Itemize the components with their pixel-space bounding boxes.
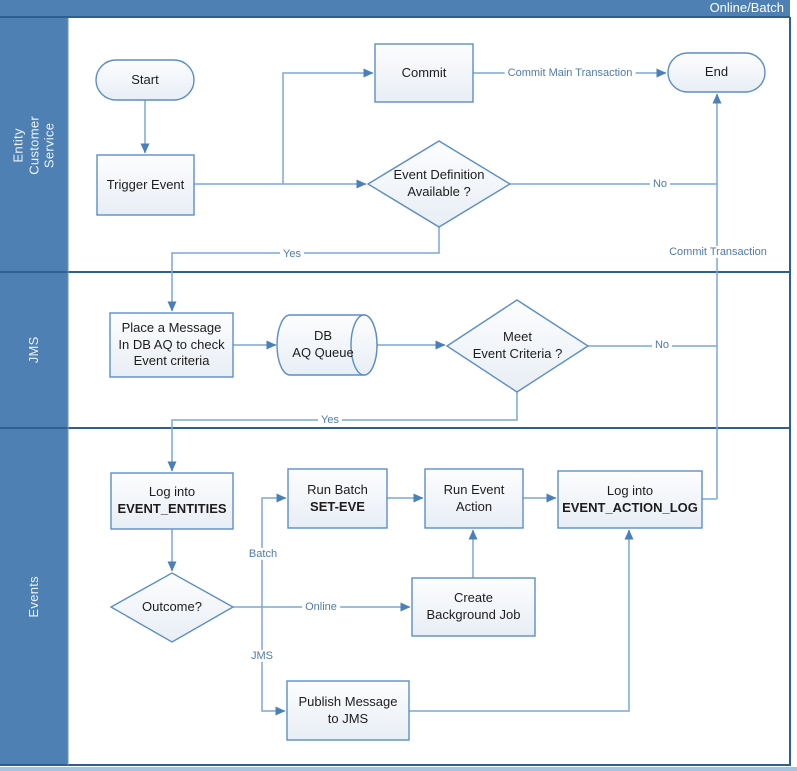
- edge-label-batch: Batch: [245, 547, 281, 561]
- outcome-decision: Outcome?: [142, 599, 202, 615]
- end-node-shape: [667, 52, 766, 93]
- connector-criteria-yes: [167, 392, 518, 472]
- log-event-entities-node-shape: [110, 472, 234, 530]
- edge-label-no-event-definition: No: [649, 177, 671, 191]
- event-definition-decision-shape: [366, 140, 512, 228]
- lane-header-column: Entity Customer Service JMS Events: [0, 18, 68, 765]
- run-event-action-node: Run Event Action: [443, 481, 505, 514]
- connector-outcome-batch: [261, 493, 287, 607]
- edge-label-yes-event-definition: Yes: [280, 247, 304, 261]
- edge-label-commit-main-transaction: Commit Main Transaction: [504, 66, 636, 80]
- db-aq-queue-node: DB AQ Queue: [292, 328, 354, 360]
- create-background-job-node-shape: [411, 577, 536, 637]
- edge-label-commit-transaction: Commit Transaction: [666, 245, 770, 259]
- connector-publish-to-logaction: [409, 529, 634, 712]
- start-node-shape: [95, 59, 195, 101]
- log-event-action-log-line2: EVENT_ACTION_LOG: [562, 499, 698, 515]
- publish-message-node-shape: [286, 680, 410, 741]
- edge-label-jms: JMS: [248, 649, 276, 663]
- run-batch-line2: SET-EVE: [310, 498, 365, 514]
- lane-borders: [0, 17, 791, 766]
- connector-eventdef-yes: [167, 227, 440, 312]
- log-event-action-log-node: Log into EVENT_ACTION_LOG: [558, 471, 702, 528]
- bottom-edge-strip: [0, 767, 797, 771]
- start-node: Start: [131, 71, 159, 87]
- connector-branch-to-commit: [282, 68, 374, 184]
- create-background-job-node: Create Background Job: [426, 590, 521, 622]
- run-batch-node-shape: [287, 468, 388, 529]
- meet-criteria-decision: Meet Event Criteria ?: [472, 329, 563, 361]
- log-event-action-log-node-shape: [557, 470, 703, 529]
- db-aq-queue-cap: [350, 314, 378, 376]
- run-event-action-node-shape: [424, 468, 524, 529]
- log-event-action-log-line1: Log into: [606, 482, 654, 498]
- edge-label-online: Online: [302, 600, 340, 614]
- commit-node-shape: [374, 43, 474, 103]
- publish-message-node: Publish Message to JMS: [298, 693, 398, 726]
- trigger-event-node: Trigger Event: [106, 176, 185, 192]
- place-message-node-shape: [109, 312, 234, 378]
- log-event-entities-node: Log into EVENT_ENTITIES: [111, 473, 233, 529]
- diagram-title: Online/Batch: [709, 0, 784, 15]
- meet-criteria-decision-shape: [445, 299, 590, 393]
- log-event-entities-line1: Log into: [148, 484, 196, 500]
- run-batch-line1: Run Batch: [307, 481, 368, 497]
- log-event-entities-line2: EVENT_ENTITIES: [117, 501, 227, 516]
- run-batch-node: Run Batch SET-EVE: [288, 469, 387, 528]
- edge-label-yes-criteria: Yes: [318, 413, 342, 427]
- trigger-event-node-shape: [96, 154, 195, 216]
- outcome-decision-shape: [109, 572, 235, 643]
- edge-label-no-criteria: No: [651, 338, 673, 352]
- connector-outcome-jms: [261, 607, 286, 716]
- commit-node: Commit: [401, 64, 447, 80]
- event-definition-decision: Event Definition Available ?: [393, 167, 485, 199]
- node-shapes: [95, 43, 766, 741]
- end-node: End: [704, 64, 729, 80]
- place-message-node: Place a Message In DB AQ to check Event …: [118, 319, 225, 369]
- title-bar: Online/Batch: [0, 0, 790, 18]
